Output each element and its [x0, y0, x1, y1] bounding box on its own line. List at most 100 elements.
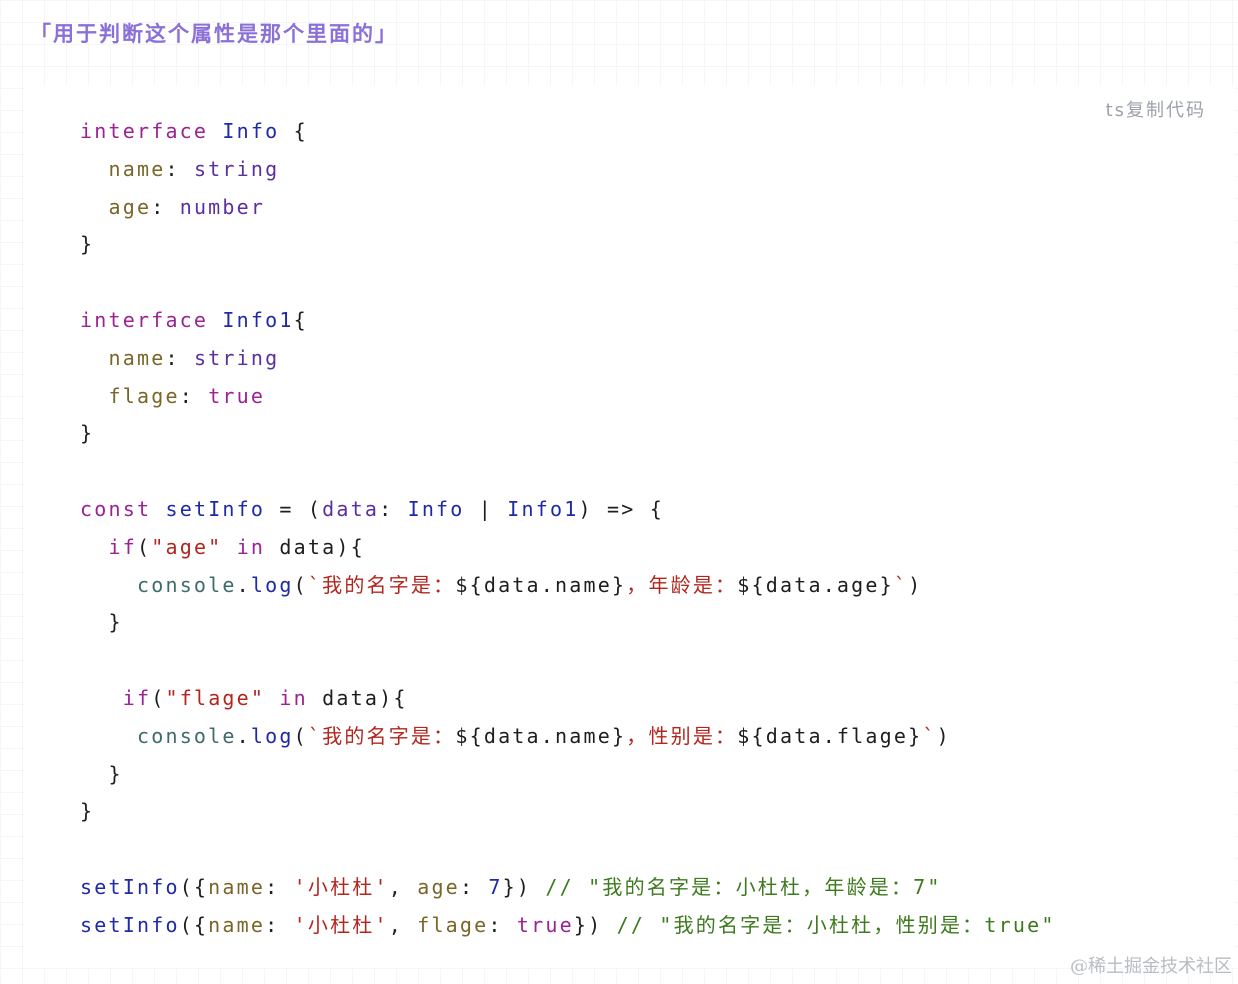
section-heading: 「用于判断这个属性是那个里面的」: [30, 22, 398, 46]
code-token: }: [80, 799, 95, 824]
code-token: }: [80, 610, 123, 635]
code-line: [80, 831, 1056, 869]
code-token: .: [236, 723, 251, 748]
code-token: string: [193, 345, 280, 370]
code-token: ，性别是：: [626, 723, 738, 748]
code-token: ({: [179, 912, 209, 937]
code-token: name: [108, 345, 166, 370]
code-token: flage: [108, 383, 180, 408]
code-token: setInfo: [165, 496, 266, 521]
code-line: name: string: [80, 340, 1056, 378]
code-token: (: [293, 572, 308, 597]
code-token: ${data.name}: [455, 723, 627, 748]
code-line: if("flage" in data){: [80, 680, 1056, 718]
code-token: in: [236, 534, 266, 559]
code-token: age: [417, 874, 460, 899]
code-line: }: [80, 604, 1056, 642]
code-token: [208, 308, 222, 332]
code-token: {: [293, 307, 308, 332]
code-token: age: [108, 194, 152, 219]
code-line: interface Info {: [80, 113, 1056, 151]
code-token: }: [80, 421, 95, 446]
code-line: console.log(`我的名字是：${data.name}，性别是：${da…: [80, 718, 1056, 756]
code-token: true: [516, 912, 574, 937]
code-token: const: [80, 496, 152, 521]
code-token: ,: [388, 912, 418, 937]
code-token: ): [908, 572, 923, 597]
code-line: interface Info1{: [80, 302, 1056, 340]
code-line: setInfo({name: '小杜杜', age: 7}) // "我的名字是…: [80, 869, 1056, 907]
code-token: console: [136, 723, 237, 748]
code-line: }: [80, 226, 1056, 264]
code-token: :: [151, 194, 180, 219]
code-token: // "我的名字是：小杜杜，性别是：true": [616, 912, 1056, 937]
code-token: [208, 119, 222, 143]
code-token: number: [179, 194, 266, 219]
code-line: if("age" in data){: [80, 529, 1056, 567]
code-token: :: [265, 874, 294, 899]
code-token: :: [165, 156, 194, 181]
code-token: Info1: [507, 496, 579, 521]
code-line: }: [80, 415, 1056, 453]
code-token: }: [80, 232, 95, 257]
code-token: ，年龄是：: [626, 572, 738, 597]
code-line: const setInfo = (data: Info | Info1) => …: [80, 491, 1056, 529]
code-token: :: [265, 912, 294, 937]
code-token: log: [250, 723, 294, 748]
code-token: Info: [407, 496, 465, 521]
code-token: string: [193, 156, 280, 181]
code-token: [80, 573, 137, 597]
code-token: true: [208, 383, 266, 408]
code-token: [80, 724, 137, 748]
code-token: (: [136, 534, 152, 559]
code-token: {: [279, 119, 308, 143]
code-block: ts复制代码 interface Info { name: string age…: [24, 86, 1234, 968]
code-token: |: [464, 496, 508, 521]
code-token: `我的名字是：: [307, 572, 456, 597]
code-line: console.log(`我的名字是：${data.name}，年龄是：${da…: [80, 567, 1056, 605]
code-token: [80, 384, 108, 408]
code-token: data: [322, 496, 380, 521]
code-token: if: [122, 685, 152, 710]
code-token: .: [236, 572, 251, 597]
code-token: log: [250, 572, 294, 597]
code-token: interface: [80, 307, 209, 332]
code-token: ${data.age}: [737, 572, 894, 597]
code-token: :: [459, 874, 489, 899]
code-token: interface: [80, 119, 209, 143]
code-token: if: [108, 534, 137, 559]
code-token: ,: [388, 874, 418, 899]
code-token: 7: [488, 874, 503, 899]
code-token: [80, 686, 123, 710]
code-token: ${data.name}: [455, 572, 627, 597]
code-token: [80, 346, 108, 370]
code-token: :: [165, 345, 194, 370]
code-token: (: [151, 685, 166, 710]
code-token: :: [379, 496, 408, 521]
code-token: ${data.flage}: [737, 723, 923, 748]
watermark-text: @稀土掘金技术社区: [1070, 956, 1232, 977]
code-token: flage: [417, 912, 489, 937]
code-token: '小杜杜': [293, 874, 389, 899]
code-token: ): [936, 723, 951, 748]
code-token: [151, 497, 165, 521]
code-line: setInfo({name: '小杜杜', flage: true}) // "…: [80, 907, 1056, 945]
code-token: data){: [307, 685, 408, 710]
code-token: :: [179, 383, 209, 408]
code-line: name: string: [80, 151, 1056, 189]
code-line: [80, 642, 1056, 680]
code-token: ) => {: [578, 496, 664, 521]
code-token: Info1: [222, 307, 294, 332]
code-token: setInfo: [80, 912, 180, 937]
code-token: "age": [151, 534, 223, 559]
code-token: data){: [265, 534, 365, 559]
code-token: name: [108, 156, 166, 181]
code-line: }: [80, 793, 1056, 831]
code-token: in: [279, 685, 308, 710]
code-token: name: [208, 912, 266, 937]
code-token: [222, 535, 236, 559]
code-token: setInfo: [80, 874, 180, 899]
code-token: ({: [179, 874, 209, 899]
copy-code-button[interactable]: ts复制代码: [1105, 100, 1206, 121]
code-token: `: [893, 572, 909, 597]
